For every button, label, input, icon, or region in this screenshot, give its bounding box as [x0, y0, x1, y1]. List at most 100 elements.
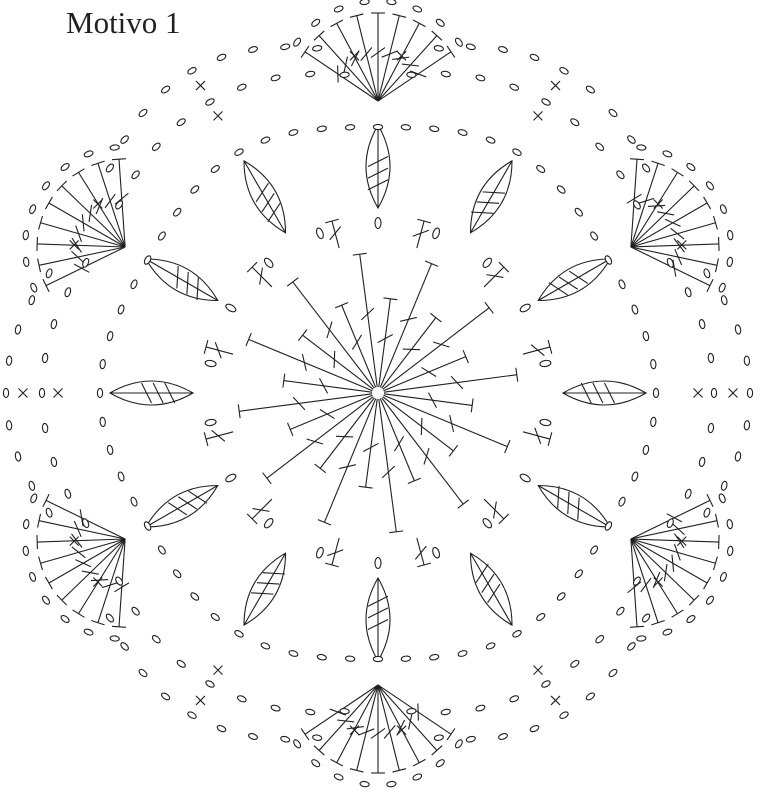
outer-chain-stitch	[151, 142, 161, 152]
fan-tip-chain	[412, 5, 423, 13]
petal-slash	[568, 492, 569, 514]
outer-chain-stitch	[131, 170, 141, 180]
outer-chain-stitch	[595, 634, 605, 644]
ring-chain-stitch	[519, 303, 532, 314]
stitch-slash	[361, 47, 372, 60]
fan-tip-chain	[23, 230, 29, 240]
stitch-top-bar	[408, 478, 421, 483]
stitch-slash	[102, 582, 118, 587]
ring-chain-stitch	[225, 303, 238, 314]
stitch-stem	[523, 347, 550, 354]
stitch-stem	[417, 538, 424, 565]
petal-ring-chain	[574, 207, 584, 217]
petal-ring-chain	[190, 184, 200, 194]
petal-ring-chain	[457, 650, 467, 658]
petal-ring-chain	[260, 642, 271, 650]
stitch-top-bar	[672, 169, 684, 176]
petal-ring-chain	[650, 417, 656, 427]
fan-tip-chain	[719, 204, 727, 214]
ring-chain-stitch	[315, 547, 324, 559]
ring-double-crochet	[415, 538, 430, 567]
fan-tip-chain	[41, 595, 51, 605]
fan-tip-chain	[360, 781, 370, 787]
ring-chain-stitch	[205, 419, 217, 427]
petal-ring-chain	[512, 148, 523, 157]
single-crochet-symbol	[19, 389, 28, 398]
petal-slash	[558, 486, 559, 508]
stitch-slash	[421, 418, 422, 435]
stitch-top-bar	[413, 759, 425, 766]
petal-ring-chain	[210, 164, 220, 174]
fan-double-crochet	[631, 197, 711, 247]
outer-chain-stitch	[39, 388, 44, 397]
stitch-slash	[415, 546, 426, 559]
ring-chain-stitch	[375, 218, 381, 229]
petal-ring-chain	[604, 521, 613, 532]
stitch-slash	[336, 436, 353, 437]
outer-chain-stitch	[441, 709, 451, 716]
petal-center-stem	[244, 553, 286, 625]
outer-chain-stitch	[248, 45, 258, 53]
fan-tip-chain	[30, 282, 38, 293]
stitch-slash	[403, 349, 420, 350]
petal-slash	[578, 498, 579, 520]
outer-chain-stitch	[216, 53, 227, 62]
outer-chain-stitch	[50, 319, 57, 329]
fan-tip-chain	[28, 572, 36, 582]
single-crochet-symbol	[214, 111, 223, 120]
outer-chain-stitch	[529, 724, 540, 733]
outer-chain-stitch	[270, 74, 280, 82]
petal-center-stem	[471, 161, 513, 233]
petal-ring-chain	[401, 656, 411, 662]
ring-double-crochet	[523, 428, 552, 446]
fan-tip-chain	[333, 5, 344, 13]
outer-chain-stitch	[237, 695, 248, 703]
stitch-top-bar	[704, 577, 711, 589]
fan-tip-chain	[718, 493, 726, 504]
stitch-stem	[382, 318, 436, 389]
stitch-stem	[380, 399, 414, 481]
stitch-slash	[105, 194, 115, 208]
petal-cluster	[366, 125, 390, 208]
stitch-top-bar	[425, 261, 438, 266]
outer-chain-stitch	[305, 71, 315, 78]
stitch-slash	[409, 713, 413, 730]
stitch-top-bar	[45, 197, 52, 209]
stitch-stem	[379, 399, 396, 532]
outer-chain-stitch	[28, 481, 35, 491]
stitch-stem	[384, 394, 472, 406]
outer-chain-stitch	[15, 325, 22, 335]
petal-ring-chain	[107, 445, 114, 455]
outer-chain-stitch	[747, 388, 752, 397]
stitch-top-bar	[318, 520, 331, 525]
outer-chain-stitch	[6, 356, 12, 366]
outer-chain-stitch	[711, 388, 716, 397]
petal-ring-chain	[429, 654, 439, 661]
outer-chain-stitch	[105, 613, 115, 623]
petal-slash	[483, 192, 505, 193]
outer-chain-stitch	[340, 72, 350, 78]
fan-tip-chain	[636, 144, 646, 150]
fan-tip-chain	[718, 282, 726, 293]
petal-cluster	[471, 553, 513, 625]
stitch-top-bar	[43, 279, 49, 292]
center-spoke-stitch	[384, 368, 518, 392]
outer-chain-stitch	[570, 659, 580, 669]
outer-chain-stitch	[187, 711, 198, 720]
fan-tip-chain	[310, 758, 320, 768]
center-spoke-stitch	[379, 399, 403, 533]
outer-chain-stitch	[160, 85, 171, 95]
outer-chain-stitch	[138, 108, 148, 118]
fan-double-crochet	[43, 247, 125, 292]
fan-tip-chain	[41, 181, 51, 191]
stitch-top-bar	[335, 303, 348, 308]
petal-ring-chain	[234, 629, 245, 638]
center-spoke-stitch	[382, 398, 469, 509]
petal-center-stem	[244, 161, 286, 233]
single-crochet-symbol	[729, 389, 738, 398]
outer-chain-stitch	[138, 668, 148, 678]
outer-chain-stitch	[541, 679, 552, 688]
stitch-slash	[253, 509, 270, 512]
stitch-stem	[631, 521, 717, 539]
